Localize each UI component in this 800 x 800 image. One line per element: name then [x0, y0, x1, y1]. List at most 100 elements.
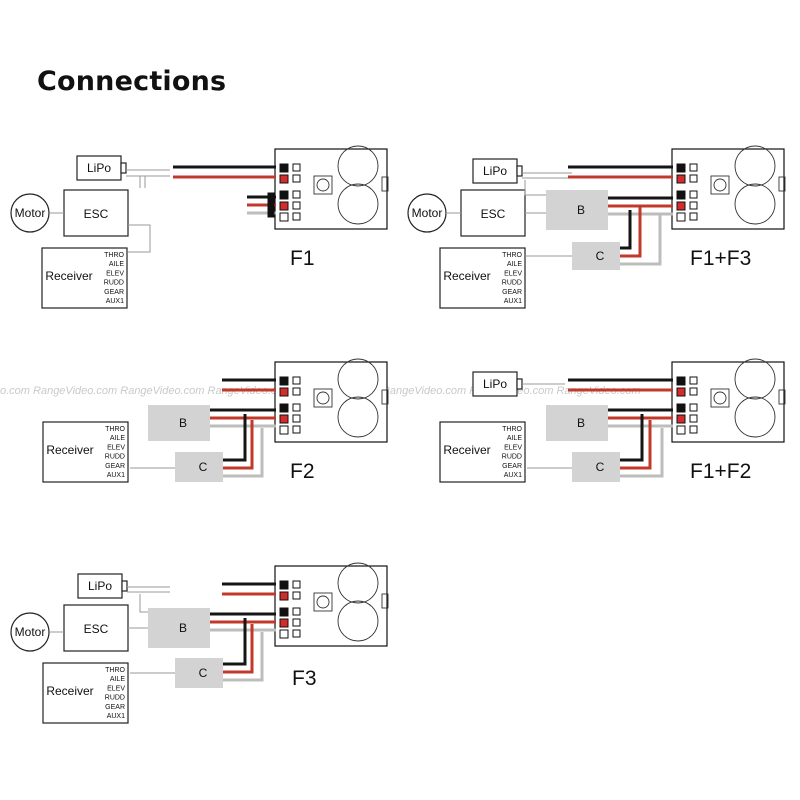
pin-bottom-3: [279, 425, 289, 435]
diagram-title: F3: [292, 667, 317, 690]
controller-board: [671, 361, 785, 443]
motor-label: Motor: [412, 206, 443, 220]
diagram-title: F1+F2: [690, 460, 751, 483]
center-button: [713, 391, 727, 405]
battery-holder-top: [337, 562, 379, 604]
receiver-channel-elev: ELEV: [504, 444, 522, 451]
receiver-channel-rudd: RUDD: [105, 454, 125, 461]
battery-holder-top: [734, 145, 776, 187]
connector-housing: [267, 192, 275, 218]
plug-b: [546, 190, 608, 230]
pin-mark: [292, 629, 301, 638]
plug-c-label: C: [596, 460, 605, 474]
side-connector: [778, 389, 786, 405]
path: [620, 206, 642, 258]
pin-mark: [292, 414, 301, 423]
pin-top-2: [279, 174, 289, 184]
plug-c: [572, 452, 620, 482]
pin-bottom-1: [676, 403, 686, 413]
pin-bottom-2: [279, 201, 289, 211]
side-connector: [381, 389, 389, 405]
path: [223, 624, 254, 674]
receiver-label: Receiver: [443, 443, 490, 457]
pin-mark: [292, 376, 301, 385]
pin-mark: [689, 212, 698, 221]
motor-circle: [10, 612, 50, 652]
pin-mark: [689, 190, 698, 199]
pin-bottom-2: [279, 414, 289, 424]
battery-holder-bottom: [734, 183, 776, 225]
pin-top-2: [676, 174, 686, 184]
diagram-title: F2: [290, 460, 315, 483]
path: [223, 420, 254, 470]
controller-board: [274, 361, 388, 443]
center-pad: [313, 592, 333, 612]
lipo-label: LiPo: [88, 579, 112, 593]
path: [620, 414, 644, 462]
pin-bottom-1: [279, 403, 289, 413]
lipo-label: LiPo: [87, 161, 111, 175]
pin-mark: [689, 425, 698, 434]
pin-mark: [292, 190, 301, 199]
pin-mark: [292, 387, 301, 396]
receiver-channel-aux1: AUX1: [107, 713, 125, 720]
battery-holder-bottom: [337, 600, 379, 642]
center-button: [316, 595, 330, 609]
diagram-title: F1+F3: [690, 247, 751, 270]
center-button: [713, 178, 727, 192]
path: [620, 428, 664, 478]
pin-mark: [292, 580, 301, 589]
diagram-title: F1: [290, 247, 315, 270]
pin-bottom-2: [279, 618, 289, 628]
receiver-channel-aux1: AUX1: [504, 472, 522, 479]
plug-c: [175, 658, 223, 688]
plug-c-label: C: [199, 666, 208, 680]
plug-c-label: C: [199, 460, 208, 474]
pin-bottom-2: [676, 201, 686, 211]
path: [223, 632, 264, 682]
esc-label: ESC: [84, 207, 109, 221]
receiver-channel-thro: THRO: [502, 252, 522, 259]
receiver-channel-thro: THRO: [105, 426, 125, 433]
receiver-channel-aux1: AUX1: [504, 298, 522, 305]
receiver-channel-thro: THRO: [105, 667, 125, 674]
page-title: Connections: [37, 66, 227, 97]
battery-holder-top: [734, 358, 776, 400]
receiver-box: [41, 247, 128, 309]
side-connector: [381, 176, 389, 192]
receiver-box: [439, 247, 526, 309]
receiver-channel-aile: AILE: [110, 435, 126, 442]
receiver-channel-gear: GEAR: [105, 704, 125, 711]
lipo-box: [77, 573, 123, 599]
path: [524, 180, 546, 196]
pin-bottom-3: [676, 212, 686, 222]
pin-bottom-3: [279, 212, 289, 222]
receiver-box: [42, 662, 129, 724]
esc-box: [63, 189, 129, 237]
battery-holder-top: [337, 145, 379, 187]
plug-b-label: B: [577, 416, 585, 430]
diagram-f1f3: LiPoESCMotorReceiverTHROAILEELEVRUDDGEAR…: [407, 145, 786, 309]
pin-mark: [292, 201, 301, 210]
pin-mark: [292, 607, 301, 616]
plug-b-label: B: [179, 621, 187, 635]
pin-bottom-2: [676, 414, 686, 424]
receiver-channel-rudd: RUDD: [502, 280, 522, 287]
path: [620, 420, 652, 470]
plug-b: [148, 405, 210, 441]
receiver-channel-gear: GEAR: [502, 289, 522, 296]
lipo-label: LiPo: [483, 377, 507, 391]
pin-mark: [689, 174, 698, 183]
center-pad: [710, 388, 730, 408]
pin-mark: [292, 163, 301, 172]
center-button: [316, 391, 330, 405]
pin-mark: [292, 403, 301, 412]
center-button: [316, 178, 330, 192]
receiver-channel-aux1: AUX1: [106, 298, 124, 305]
pin-mark: [689, 387, 698, 396]
receiver-channel-elev: ELEV: [504, 270, 522, 277]
pin-top-2: [279, 591, 289, 601]
receiver-channel-aile: AILE: [507, 435, 523, 442]
